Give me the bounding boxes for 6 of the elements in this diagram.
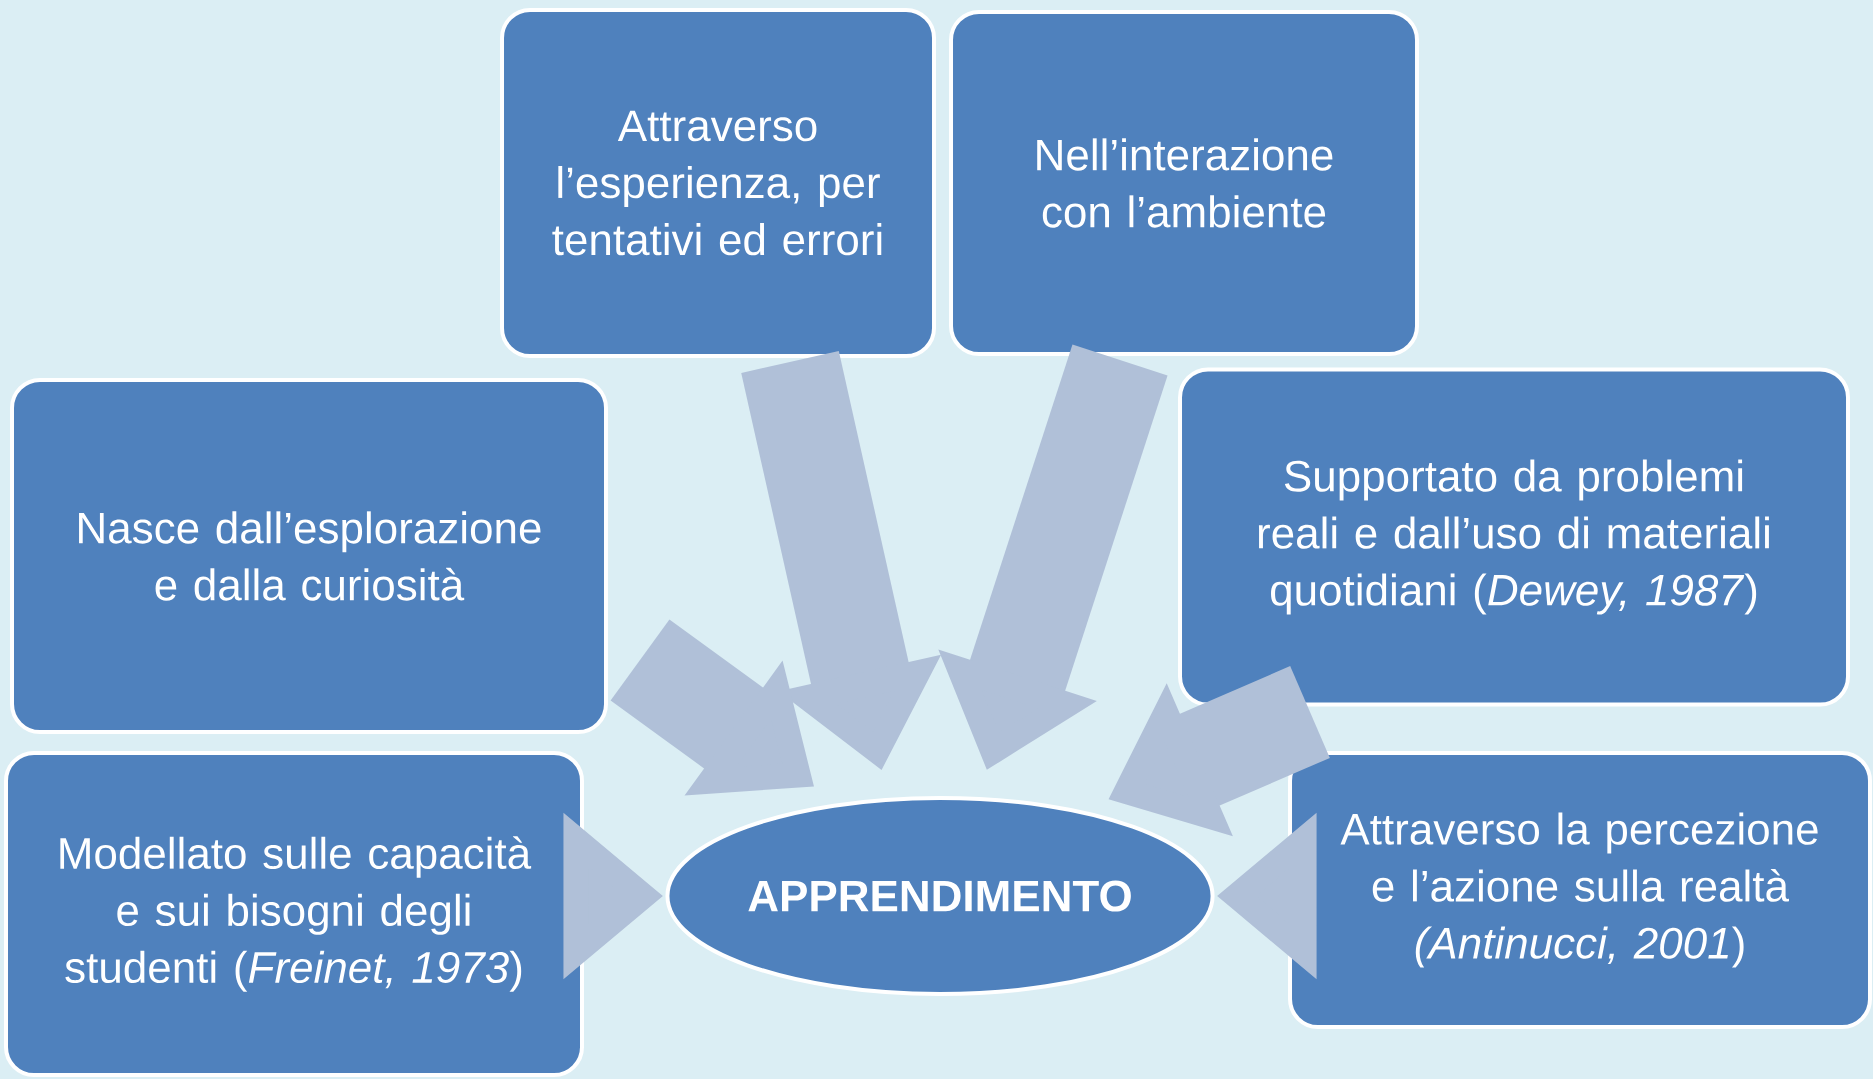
text-box: Modellato sulle capacità e sui bisogni degli studenti (Freinet, 1973) <box>4 751 584 1077</box>
text-box: Nasce dall’esplorazione e dalla curiosità <box>10 378 608 734</box>
text-box: Attraverso la percezione e l’azione sulla realtà (Antinucci, 2001) <box>1288 751 1872 1029</box>
text-box: Attraverso l’esperienza, per tentativi ed errori <box>500 8 936 358</box>
text-box: Supportato da problemi reali e dall’uso di materiali quotidiani (Dewey, 1987) <box>1178 367 1850 707</box>
text-box: Nell’interazione con l’ambiente <box>949 10 1419 356</box>
